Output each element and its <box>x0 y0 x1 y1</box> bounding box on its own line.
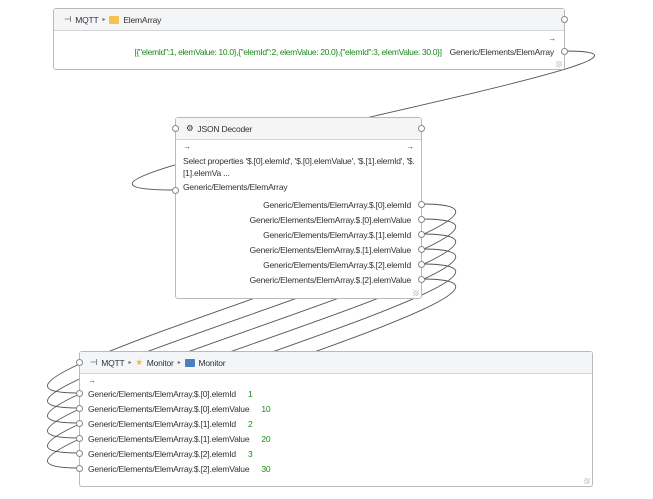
breadcrumb-monitor-folder[interactable]: Monitor <box>198 357 226 368</box>
output-label: Generic/Elements/ElemArray.$.[0].elemId <box>263 200 411 210</box>
mqtt-elemarray-node[interactable]: ⊣ MQTT ▸ ElemArray → [{"elemId":1, elemV… <box>53 8 568 70</box>
wire-decoder-to-monitor <box>46 218 457 409</box>
breadcrumb-mqtt[interactable]: MQTT <box>101 357 125 368</box>
wire-decoder-to-monitor <box>46 233 457 424</box>
row-value: 30 <box>261 464 271 474</box>
input-port[interactable] <box>76 450 83 457</box>
row-label: Generic/Elements/ElemArray.$.[2].elemVal… <box>88 464 250 474</box>
input-port[interactable] <box>76 465 83 472</box>
output-port[interactable] <box>418 246 425 253</box>
input-port[interactable] <box>172 187 179 194</box>
output-label: Generic/Elements/ElemArray.$.[2].elemId <box>263 260 411 270</box>
folder-icon <box>109 15 120 24</box>
trigger-port[interactable] <box>76 359 83 366</box>
folder-icon <box>184 358 195 367</box>
json-decoder-node[interactable]: ⚙ JSON Decoder → → Select properties '$.… <box>172 117 425 299</box>
output-port[interactable] <box>418 276 425 283</box>
row-label: Generic/Elements/ElemArray.$.[2].elemId <box>88 449 236 459</box>
arrow-in-icon: → <box>183 142 191 151</box>
node-header: ⊣ MQTT ▸ ★ Monitor ▸ Monitor <box>80 352 592 374</box>
output-port[interactable] <box>418 231 425 238</box>
output-label: Generic/Elements/ElemArray <box>449 47 555 57</box>
description: Select properties '$.[0].elemId', '$.[0]… <box>183 156 415 178</box>
breadcrumb-monitor[interactable]: Monitor <box>146 357 174 368</box>
arrow-icon: → <box>88 376 96 385</box>
wire-decoder-to-monitor <box>46 248 457 439</box>
trigger-out-port[interactable] <box>418 125 425 132</box>
output-port[interactable] <box>418 201 425 208</box>
node-title: JSON Decoder <box>197 123 253 134</box>
row-label: Generic/Elements/ElemArray.$.[0].elemVal… <box>88 404 250 414</box>
trigger-in-port[interactable] <box>172 125 179 132</box>
value-row: [{"elemId":1, elemValue: 10.0},{"elemId"… <box>64 45 554 59</box>
input-port[interactable] <box>76 390 83 397</box>
row-label: Generic/Elements/ElemArray.$.[1].elemVal… <box>88 434 250 444</box>
resize-handle[interactable] <box>413 290 419 296</box>
node-header: ⚙ JSON Decoder <box>176 118 421 140</box>
breadcrumb-separator: ▸ <box>102 17 106 23</box>
output-label: Generic/Elements/ElemArray.$.[1].elemVal… <box>249 245 412 255</box>
output-label: Generic/Elements/ElemArray.$.[0].elemVal… <box>249 215 412 225</box>
row-label: Generic/Elements/ElemArray.$.[1].elemId <box>88 419 236 429</box>
monitor-row: Generic/Elements/ElemArray.$.[2].elemId 3 <box>88 447 253 461</box>
resize-handle[interactable] <box>556 61 562 67</box>
node-header: ⊣ MQTT ▸ ElemArray <box>54 9 564 31</box>
row-value: 1 <box>247 389 253 399</box>
output-port[interactable] <box>561 48 568 55</box>
arrow-out-icon: → <box>406 142 414 151</box>
monitor-row: Generic/Elements/ElemArray.$.[0].elemId 1 <box>88 387 253 401</box>
value-text: [{"elemId":1, elemValue: 10.0},{"elemId"… <box>134 47 442 57</box>
monitor-row: Generic/Elements/ElemArray.$.[2].elemVal… <box>88 462 271 476</box>
row-value: 2 <box>247 419 253 429</box>
monitor-row: Generic/Elements/ElemArray.$.[1].elemVal… <box>88 432 271 446</box>
arrow-icon: → <box>548 34 556 43</box>
plug-icon: ⊣ <box>64 14 72 24</box>
resize-handle[interactable] <box>584 478 590 484</box>
output-port[interactable] <box>418 261 425 268</box>
monitor-row: Generic/Elements/ElemArray.$.[0].elemVal… <box>88 402 271 416</box>
row-value: 20 <box>261 434 271 444</box>
row-label: Generic/Elements/ElemArray.$.[0].elemId <box>88 389 236 399</box>
plug-icon: ⊣ <box>90 357 98 367</box>
row-value: 10 <box>261 404 271 414</box>
monitor-node[interactable]: ⊣ MQTT ▸ ★ Monitor ▸ Monitor → Generic/E… <box>76 351 593 487</box>
monitor-row: Generic/Elements/ElemArray.$.[1].elemId 2 <box>88 417 253 431</box>
breadcrumb-mqtt[interactable]: MQTT <box>75 14 99 25</box>
output-label: Generic/Elements/ElemArray.$.[2].elemVal… <box>249 275 412 285</box>
trigger-port[interactable] <box>561 16 568 23</box>
input-port[interactable] <box>76 435 83 442</box>
input-label: Generic/Elements/ElemArray <box>183 182 288 192</box>
decoder-body: Select properties '$.[0].elemId', '$.[0]… <box>183 155 415 194</box>
breadcrumb-elemarray[interactable]: ElemArray <box>123 14 162 25</box>
input-port[interactable] <box>76 420 83 427</box>
breadcrumb-separator: ▸ <box>128 360 132 366</box>
input-port[interactable] <box>76 405 83 412</box>
gear-icon: ⚙ <box>186 123 194 133</box>
output-label: Generic/Elements/ElemArray.$.[1].elemId <box>263 230 411 240</box>
star-icon: ★ <box>135 357 143 367</box>
breadcrumb-separator: ▸ <box>177 360 181 366</box>
row-value: 3 <box>247 449 253 459</box>
output-port[interactable] <box>418 216 425 223</box>
